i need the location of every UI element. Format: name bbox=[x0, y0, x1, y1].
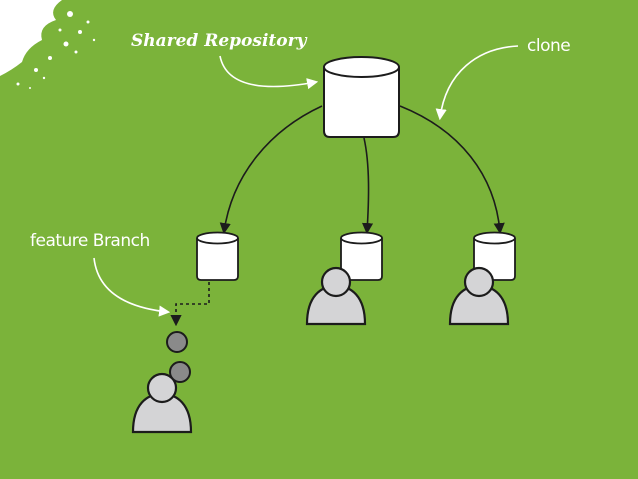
feature-commit-node-1 bbox=[166, 331, 188, 353]
shared-repository-cylinder bbox=[323, 56, 400, 138]
clone-arrow-right bbox=[399, 105, 505, 235]
clone-arrow-left bbox=[219, 105, 323, 235]
feature-branch-dashed-connector bbox=[170, 282, 210, 327]
developer-avatar-right bbox=[448, 266, 510, 326]
brush-texture-decoration bbox=[0, 0, 96, 89]
shared-repository-pointer-arrow bbox=[219, 55, 319, 90]
clone-arrow-middle bbox=[361, 137, 374, 235]
feature-branch-label: feature Branch bbox=[30, 231, 150, 251]
shared-repository-label: Shared Repository bbox=[131, 31, 307, 51]
developer-avatar-middle bbox=[305, 266, 367, 326]
feature-branch-pointer-arrow bbox=[93, 257, 171, 317]
developer-avatar-feature bbox=[131, 372, 193, 434]
clone-pointer-arrow bbox=[435, 45, 519, 121]
clone-label: clone bbox=[527, 36, 571, 56]
feature-commit-node-2 bbox=[169, 361, 191, 383]
repository-clone-left bbox=[196, 231, 239, 281]
